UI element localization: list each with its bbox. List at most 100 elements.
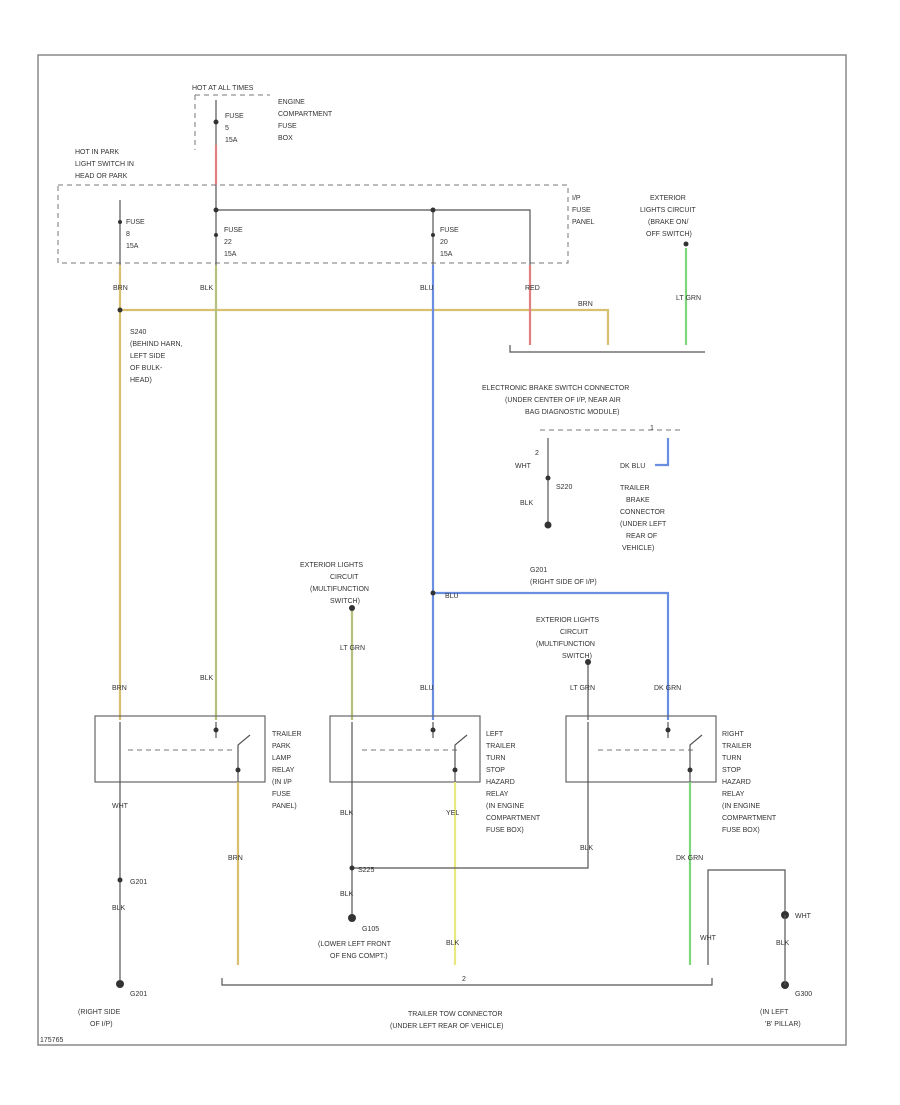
label-wire-wht-r2: WHT: [795, 913, 812, 920]
label-g201-b: G201: [130, 879, 147, 886]
left-mf-node: [349, 605, 355, 611]
ground-mid: [544, 521, 552, 529]
label-g201-bottom-1: (RIGHT SIDE: [78, 1009, 121, 1016]
label-relay3-9: FUSE BOX): [722, 827, 760, 834]
label-tb-2: BRAKE: [626, 497, 650, 504]
label-engine-box-2: COMPARTMENT: [278, 111, 333, 118]
blu-splice-node: [430, 590, 436, 596]
label-fuse-c: FUSE: [440, 227, 459, 234]
label-wire-brn-h: BRN: [578, 301, 593, 308]
fuse-panel-bus: [215, 185, 531, 265]
label-wire-wht-low: WHT: [112, 803, 129, 810]
label-fuse-top: FUSE: [225, 113, 244, 120]
relay-box-left: [329, 715, 481, 783]
brake-switch-node: [683, 241, 689, 247]
hot-box-outline: [194, 94, 270, 150]
label-relay2-3: TURN: [486, 755, 505, 762]
label-g201-bottom-2: OF I/P): [90, 1021, 113, 1028]
fuse-a-node: [118, 220, 122, 224]
relay-park-contacts: [119, 722, 251, 782]
label-fuse-a: FUSE: [126, 219, 145, 226]
label-relay1-2: PARK: [272, 743, 291, 750]
label-relay2-6: RELAY: [486, 791, 509, 798]
s220-node: [545, 475, 551, 481]
label-elc-right-3: (MULTIFUNCTION: [536, 641, 595, 648]
label-elc-left-3: (MULTIFUNCTION: [310, 586, 369, 593]
relay-left-contacts: [351, 722, 468, 782]
label-wire-blk-top: BLK: [200, 285, 214, 292]
fuse-b-node: [214, 233, 218, 237]
label-hot-park-3: HEAD OR PARK: [75, 173, 128, 180]
label-relay3-4: STOP: [722, 767, 741, 774]
label-relay3-6: RELAY: [722, 791, 745, 798]
label-relay3-5: HAZARD: [722, 779, 751, 786]
label-corner-code: 175765: [40, 1037, 63, 1044]
label-g201-2: (RIGHT SIDE OF I/P): [530, 579, 597, 586]
label-g201-1: G201: [530, 567, 547, 574]
label-s220: S220: [556, 484, 572, 491]
label-wire-blu-low: BLU: [420, 685, 434, 692]
relay-right-contacts: [587, 722, 703, 782]
label-relay3-7: (IN ENGINE: [722, 803, 760, 810]
label-wire-ltgrn-low: LT GRN: [340, 645, 365, 652]
relay-park-node-1: [213, 727, 219, 733]
label-ext-brake-2: LIGHTS CIRCUIT: [640, 207, 696, 214]
relay-right-node-2: [687, 767, 693, 773]
label-relay3-8: COMPARTMENT: [722, 815, 777, 822]
label-wire-yel: YEL: [446, 810, 459, 817]
label-relay2-1: LEFT: [486, 731, 504, 738]
relay-park-node-2: [235, 767, 241, 773]
label-splice-4: OF BULK-: [130, 365, 163, 372]
label-ebs-3: BAG DIAGNOSTIC MODULE): [525, 409, 620, 416]
label-relay1-1: TRAILER: [272, 731, 302, 738]
label-bracket-pin: 2: [462, 976, 466, 983]
ip-fuse-panel-box: [57, 184, 569, 264]
label-wire-red-top: RED: [525, 285, 540, 292]
label-elc-left-1: EXTERIOR LIGHTS: [300, 562, 363, 569]
label-ttc-2: (UNDER LEFT REAR OF VEHICLE): [390, 1023, 503, 1030]
label-fuse-top-amp: 15A: [225, 137, 238, 144]
label-engine-box-4: BOX: [278, 135, 293, 142]
relay-box-park: [94, 715, 266, 783]
s225-node: [349, 865, 355, 871]
wire-blk-join: [352, 782, 589, 869]
label-wire-wht-r: WHT: [700, 935, 717, 942]
label-fuse-a-amp: 15A: [126, 243, 139, 250]
label-tb-1: TRAILER: [620, 485, 650, 492]
wire-blu-right: [433, 591, 670, 720]
label-relay1-7: PANEL): [272, 803, 297, 810]
label-relay2-8: COMPARTMENT: [486, 815, 541, 822]
trailer-tow-bracket: [221, 978, 713, 986]
label-relay2-7: (IN ENGINE: [486, 803, 524, 810]
label-wire-blk-r: BLK: [580, 845, 594, 852]
label-wire-ltgrn-low2: LT GRN: [570, 685, 595, 692]
label-g105-1: (LOWER LEFT FRONT: [318, 941, 392, 948]
label-hot-park-2: LIGHT SWITCH IN: [75, 161, 134, 168]
bus-node-1: [213, 207, 219, 213]
brake-connector-line: [509, 345, 705, 353]
label-ttc-1: TRAILER TOW CONNECTOR: [408, 1011, 503, 1018]
label-relay1-4: RELAY: [272, 767, 295, 774]
label-ip-fuse-2: FUSE: [572, 207, 591, 214]
label-relay2-9: FUSE BOX): [486, 827, 524, 834]
label-g300-2: 'B' PILLAR): [765, 1021, 801, 1028]
label-wire-blk-mid: BLK: [520, 500, 534, 507]
label-ext-brake-1: EXTERIOR: [650, 195, 686, 202]
label-tb-6: VEHICLE): [622, 545, 654, 552]
wire-wht-right: [707, 869, 786, 965]
label-relay1-3: LAMP: [272, 755, 291, 762]
label-relay1-6: FUSE: [272, 791, 291, 798]
label-ext-brake-4: OFF SWITCH): [646, 231, 692, 238]
label-pin-1: 1: [650, 425, 654, 432]
wire-dkblu: [655, 438, 670, 467]
label-wire-dkgrn-lower: DK GRN: [676, 855, 703, 862]
label-relay3-2: TRAILER: [722, 743, 752, 750]
label-wire-blk-g3: BLK: [776, 940, 790, 947]
label-relay3-3: TURN: [722, 755, 741, 762]
label-splice-2: (BEHIND HARN,: [130, 341, 183, 348]
label-ebs-1: ELECTRONIC BRAKE SWITCH CONNECTOR: [482, 385, 629, 392]
label-wire-blk-s: BLK: [340, 891, 354, 898]
label-fuse-c-amp: 15A: [440, 251, 453, 258]
